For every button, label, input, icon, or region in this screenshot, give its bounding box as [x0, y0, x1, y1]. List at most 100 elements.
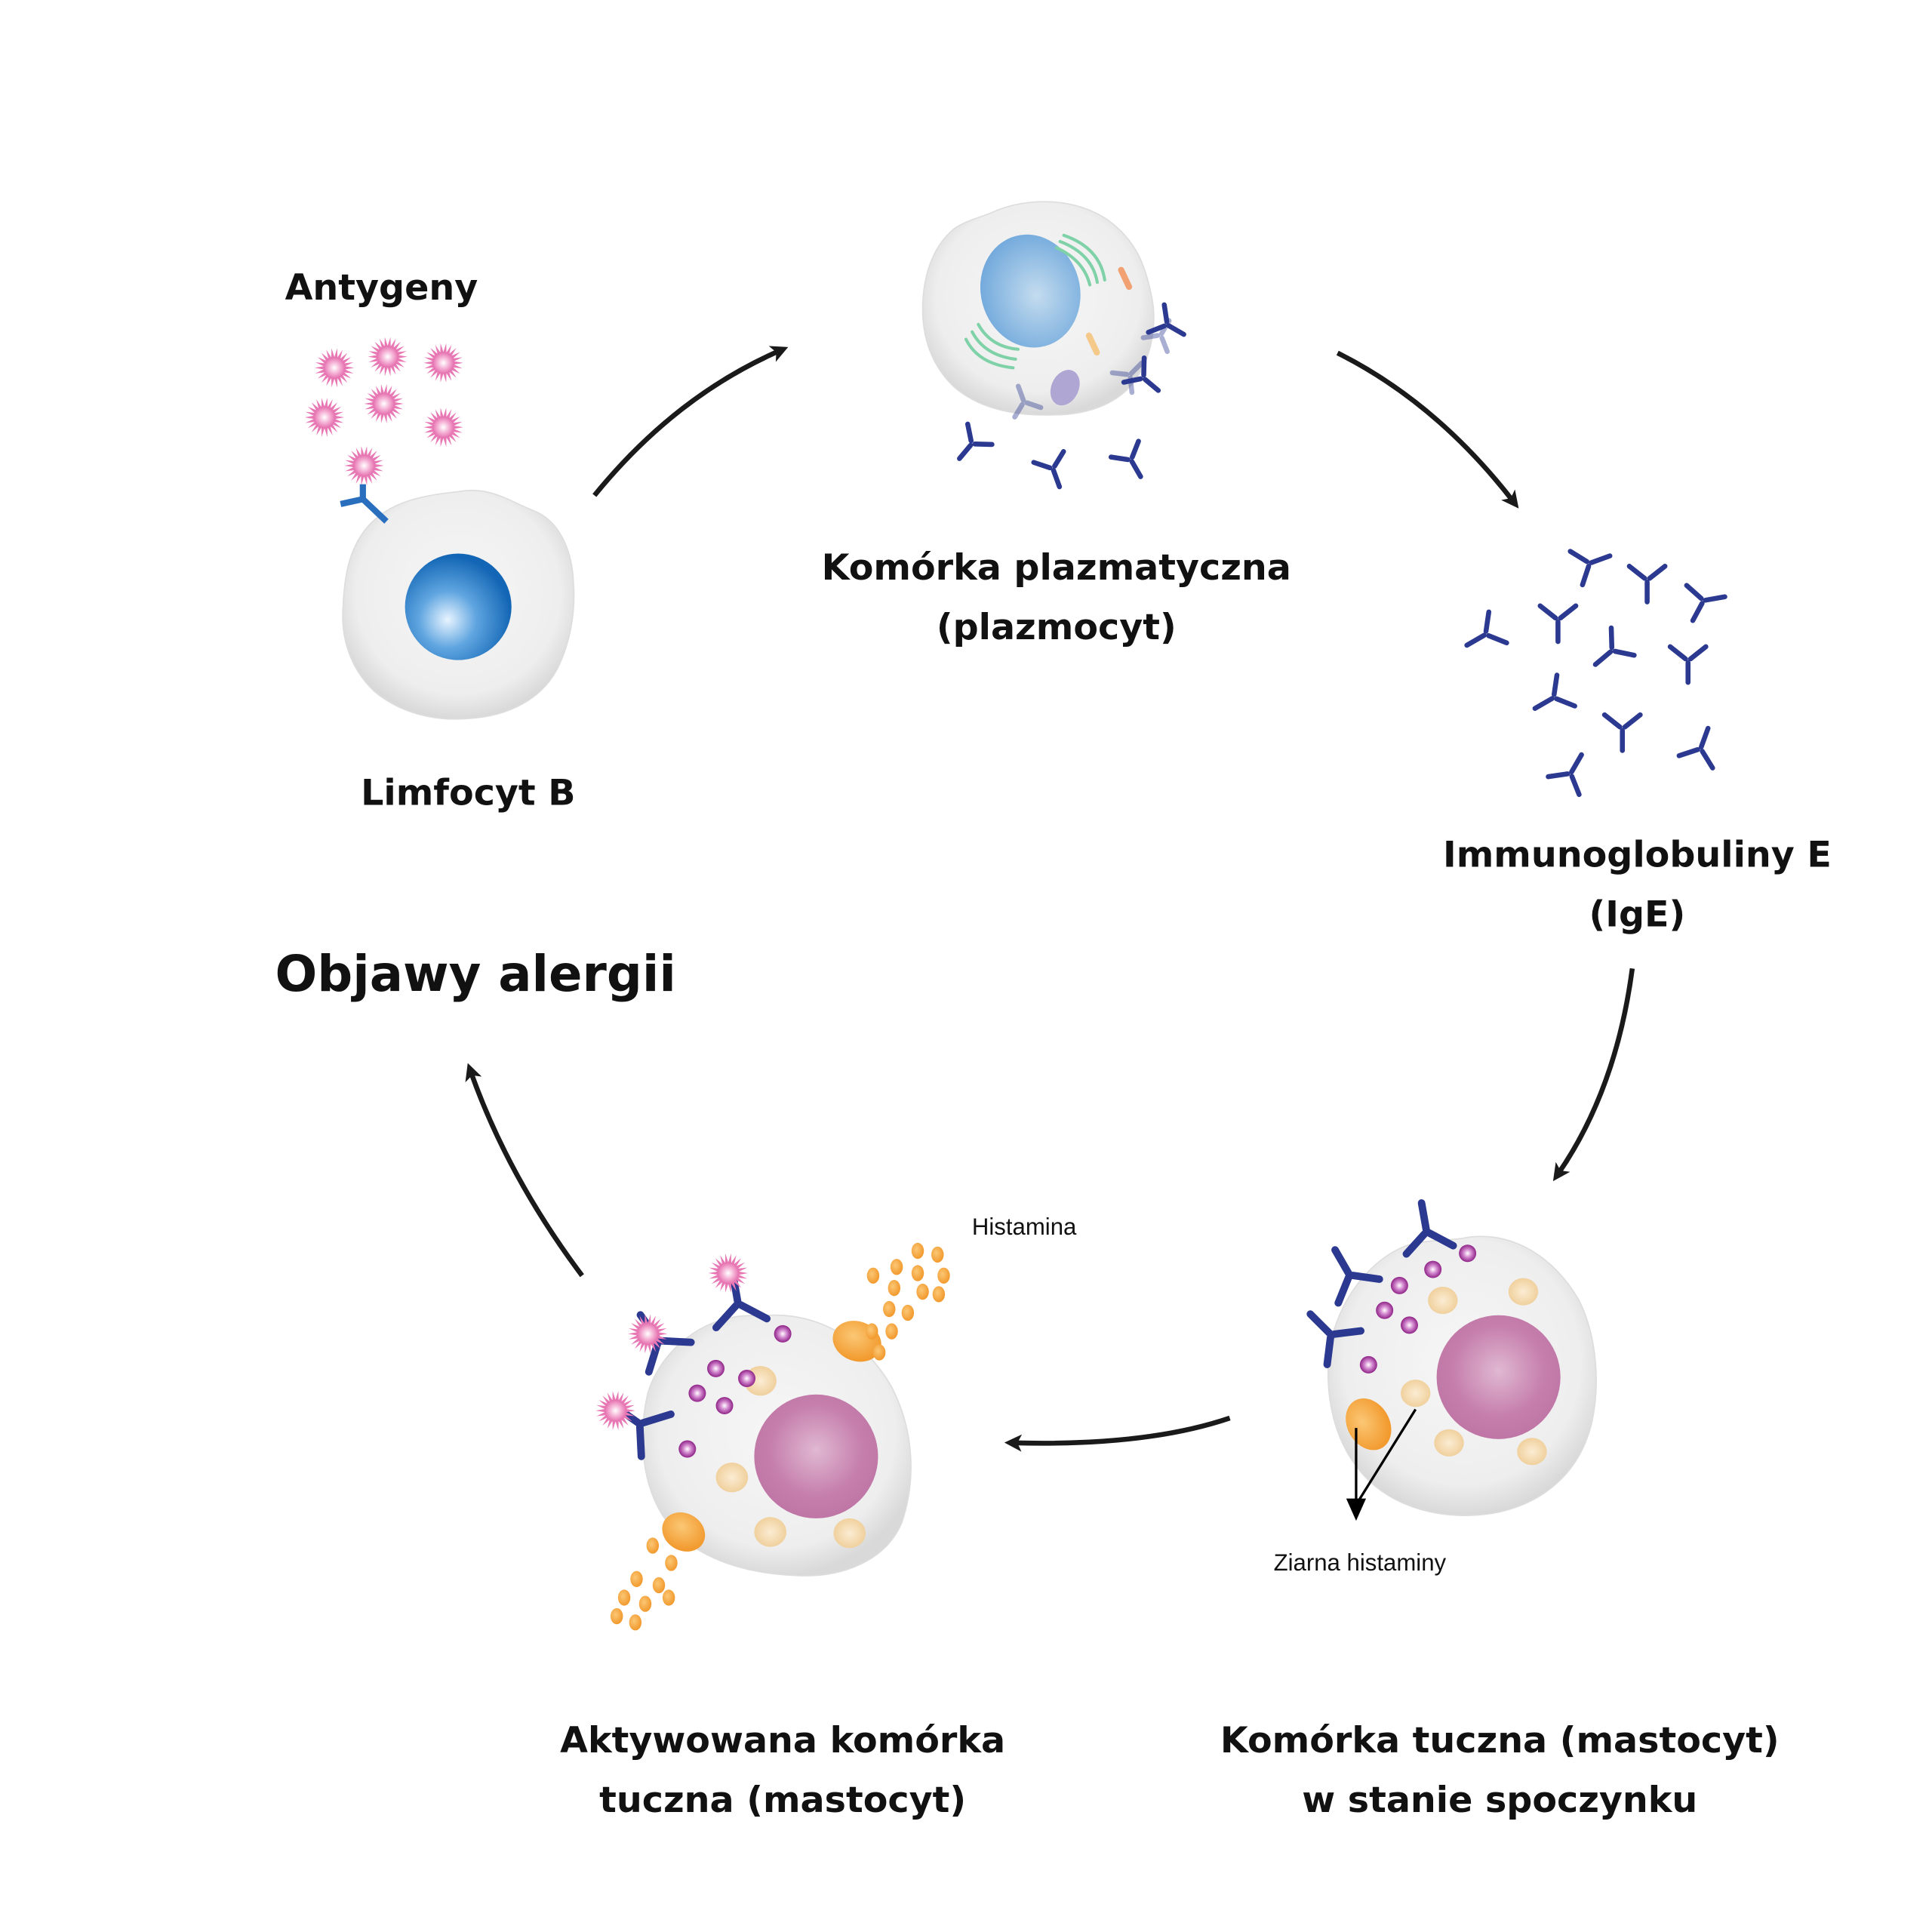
antigen-icon: [368, 337, 408, 377]
histamine-dot: [872, 1344, 886, 1361]
antibody-icon: [1108, 438, 1143, 479]
mitochondrion: [1050, 370, 1080, 406]
receptor-granule: [738, 1369, 756, 1387]
histamine-dot: [937, 1267, 950, 1284]
antibody-icon: [1402, 1199, 1457, 1258]
antibody-icon: [1031, 449, 1066, 490]
b-cell-nucleus: [405, 553, 512, 660]
receptor-granule: [774, 1324, 792, 1343]
resting-mast-nucleus: [1436, 1315, 1561, 1439]
histamine-dot: [630, 1571, 643, 1587]
antibody-icon: [1532, 672, 1577, 711]
histamine-dot: [638, 1595, 652, 1612]
label-b-cell: Limfocyt B: [361, 773, 575, 814]
antibody-icon: [1546, 752, 1584, 798]
activated-mast-cell: [595, 1242, 950, 1631]
histamine-dot: [888, 1280, 901, 1297]
receptor-granule: [1459, 1244, 1477, 1263]
antibody-icon: [1537, 603, 1579, 645]
antibody-icon: [1626, 563, 1668, 605]
antigen-icon: [304, 398, 345, 437]
pale-granule: [1401, 1380, 1431, 1407]
pale-granule: [715, 1463, 749, 1493]
antibody-icon: [1684, 583, 1727, 623]
antibody-icon: [1676, 725, 1715, 771]
receptor-granule: [1401, 1316, 1418, 1334]
label-ige-line1: Immunoglobuliny E: [1443, 835, 1832, 876]
histamine-dot: [652, 1577, 666, 1594]
arrow-activated-to-symptoms: [465, 1063, 584, 1278]
label-allergy-symptoms: Objawy alergii: [275, 946, 675, 1003]
antigen-icon: [708, 1254, 749, 1293]
pale-granule: [1434, 1429, 1464, 1457]
pale-granule: [1428, 1287, 1458, 1315]
histamine-dot: [883, 1300, 896, 1318]
label-histamine: Histamina: [972, 1214, 1077, 1240]
histamine-dot: [617, 1589, 631, 1606]
pointer-arrowhead: [1346, 1498, 1367, 1521]
arrow-b-cell-to-plasma: [592, 346, 789, 497]
antigen-icon: [423, 408, 463, 448]
resting-mast-cell: [1306, 1199, 1597, 1521]
receptor-granule: [707, 1359, 724, 1377]
histamine-dot: [665, 1555, 678, 1571]
label-resting-mast-line1: Komórka tuczna (mastocyt): [1220, 1720, 1780, 1761]
antibody-icon: [1146, 302, 1186, 337]
histamine-dot: [932, 1286, 946, 1303]
antibody-icon: [1601, 712, 1643, 753]
pale-granule: [754, 1517, 787, 1547]
antibody-icon: [1306, 1310, 1365, 1368]
antibody-icon: [1667, 644, 1709, 685]
organelle-orange: [1118, 266, 1133, 291]
label-histamine-granules: Ziarna histaminy: [1274, 1549, 1447, 1576]
receptor-granule: [1376, 1301, 1394, 1319]
pale-granule: [1508, 1278, 1539, 1306]
antigen-icon: [314, 348, 355, 388]
organelle-yellow: [1085, 332, 1100, 356]
antibody-icon: [1567, 549, 1613, 588]
histamine-dot: [866, 1323, 878, 1340]
label-ige-line2: (IgE): [1589, 894, 1686, 935]
histamine-dot: [662, 1589, 675, 1606]
label-resting-mast-line2: w stanie spoczynku: [1302, 1780, 1697, 1821]
histamine-dot: [911, 1265, 924, 1281]
pale-granule: [1517, 1438, 1547, 1466]
antibody-icon: [1012, 383, 1044, 420]
label-activated-mast-line2: tuczna (mastocyt): [599, 1780, 966, 1821]
receptor-granule: [1424, 1260, 1442, 1278]
plasma-cell-antibodies: [957, 302, 1186, 490]
label-plasma-cell-line1: Komórka plazmatyczna: [822, 547, 1291, 589]
histamine-dot: [629, 1614, 642, 1631]
arrow-plasma-to-ige: [1336, 350, 1519, 509]
plasma-cell: [921, 201, 1186, 490]
antigen-icon: [423, 343, 463, 383]
histamine-dot: [646, 1537, 660, 1554]
histamine-granule: [662, 1512, 706, 1552]
antigen-cluster: [304, 337, 463, 485]
label-antigens: Antygeny: [285, 267, 478, 309]
histamine-dot: [901, 1304, 915, 1321]
cycle-arrows: [465, 346, 1635, 1452]
antibody-icon: [1331, 1246, 1383, 1307]
histamine-dot: [890, 1259, 903, 1275]
antibody-icon: [1592, 625, 1637, 667]
b-cell-receptor-antibody: [340, 484, 389, 524]
histamine-dot: [611, 1607, 623, 1625]
antibody-icon: [1121, 355, 1161, 393]
resting-mast-granules: [1306, 1199, 1547, 1466]
histamine-dot: [885, 1323, 898, 1340]
receptor-granule: [1359, 1355, 1377, 1374]
plasma-cell-nucleus: [980, 234, 1081, 348]
arrow-ige-to-mast: [1552, 968, 1635, 1182]
antibody-icon: [1464, 609, 1509, 648]
antigen-icon: [364, 384, 404, 423]
antibody-icon: [957, 421, 995, 461]
b-lymphocyte-cell: [340, 484, 575, 720]
histamine-dot: [866, 1267, 880, 1284]
histamine-dot: [911, 1242, 924, 1260]
ige-antibody-cluster: [1464, 549, 1727, 798]
histamine-granules-pointer: [1355, 1408, 1417, 1506]
histamine-dot: [931, 1246, 944, 1263]
antigen-icon: [595, 1391, 635, 1431]
activated-mast-nucleus: [754, 1394, 878, 1518]
